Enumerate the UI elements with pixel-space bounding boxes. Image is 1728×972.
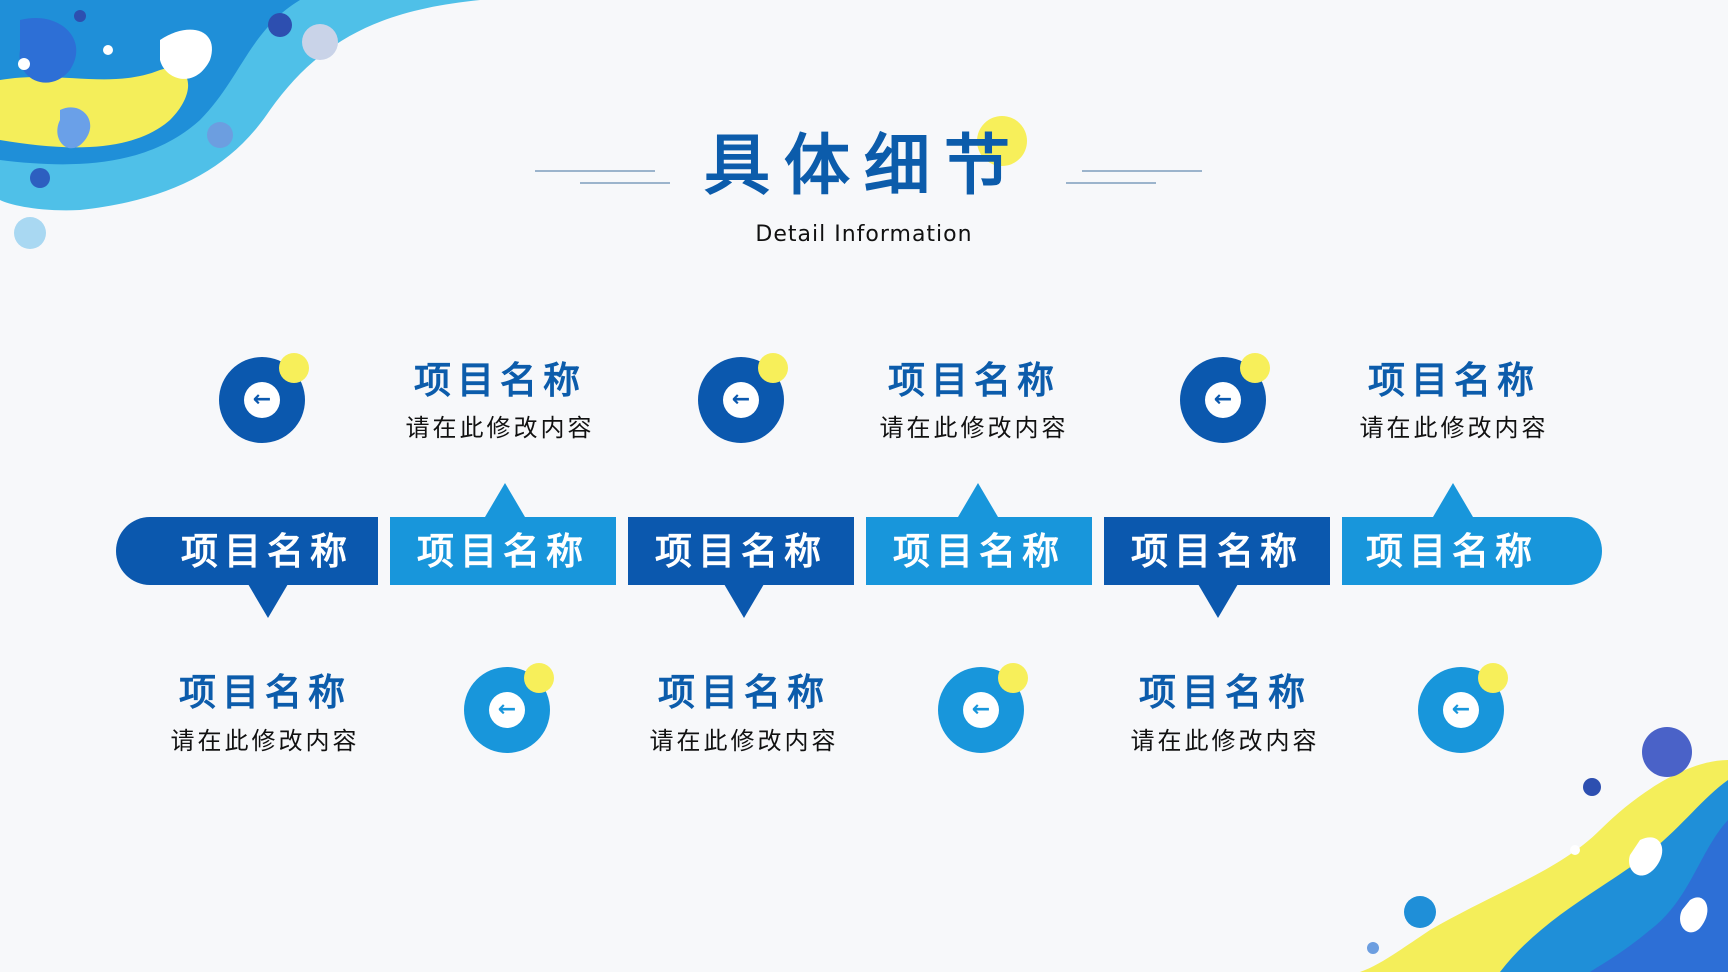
bottom-circle-icon-2: ← (938, 663, 1028, 753)
segment-label: 项目名称 (181, 529, 353, 573)
top-item-desc-2: 请在此修改内容 (879, 414, 1069, 442)
timeline-segment-6: 项目名称 (1342, 517, 1602, 585)
bottom-item-title-3: 项目名称 (1139, 670, 1311, 714)
title-line-right-top (1082, 170, 1202, 172)
top-item-desc-1: 请在此修改内容 (405, 414, 595, 442)
accent-dot (1240, 353, 1270, 383)
top-circle-icon-1: ← (219, 353, 309, 443)
pointer-up (1433, 483, 1473, 517)
bottom-item-title-2: 项目名称 (658, 670, 830, 714)
timeline-segment-2: 项目名称 (390, 517, 616, 585)
arrow-left-icon: ← (489, 692, 525, 728)
bottom-item-desc-3: 请在此修改内容 (1130, 727, 1320, 755)
pointer-up (485, 483, 525, 517)
segment-label: 项目名称 (655, 529, 827, 573)
top-item-title-1: 项目名称 (414, 358, 586, 402)
bottom-circle-icon-3: ← (1418, 663, 1508, 753)
accent-dot (758, 353, 788, 383)
pointer-down (724, 584, 764, 618)
timeline-segment-5: 项目名称 (1104, 517, 1330, 585)
timeline-segment-3: 项目名称 (628, 517, 854, 585)
segment-label: 项目名称 (1366, 529, 1538, 573)
title-line-left-bottom (580, 182, 670, 184)
top-item-title-3: 项目名称 (1368, 358, 1540, 402)
accent-dot (998, 663, 1028, 693)
page-title: 具体细节 (704, 126, 1024, 204)
accent-dot (1478, 663, 1508, 693)
segment-label: 项目名称 (1131, 529, 1303, 573)
top-circle-icon-3: ← (1180, 353, 1270, 443)
timeline-segment-1: 项目名称 (116, 517, 378, 585)
bottom-circle-icon-1: ← (464, 663, 554, 753)
arrow-left-icon: ← (244, 382, 280, 418)
pointer-up (958, 483, 998, 517)
accent-dot (279, 353, 309, 383)
arrow-left-icon: ← (723, 382, 759, 418)
accent-dot (524, 663, 554, 693)
segment-label: 项目名称 (417, 529, 589, 573)
bottom-item-desc-1: 请在此修改内容 (170, 727, 360, 755)
bottom-item-desc-2: 请在此修改内容 (649, 727, 839, 755)
segment-label: 项目名称 (893, 529, 1065, 573)
page-subtitle: Detail Information (755, 222, 973, 247)
arrow-left-icon: ← (1443, 692, 1479, 728)
top-circle-icon-2: ← (698, 353, 788, 443)
arrow-left-icon: ← (1205, 382, 1241, 418)
top-item-title-2: 项目名称 (888, 358, 1060, 402)
top-item-desc-3: 请在此修改内容 (1359, 414, 1549, 442)
timeline-segment-4: 项目名称 (866, 517, 1092, 585)
arrow-left-icon: ← (963, 692, 999, 728)
title-line-left-top (535, 170, 655, 172)
pointer-down (248, 584, 288, 618)
title-line-right-bottom (1066, 182, 1156, 184)
bottom-item-title-1: 项目名称 (179, 670, 351, 714)
pointer-down (1198, 584, 1238, 618)
